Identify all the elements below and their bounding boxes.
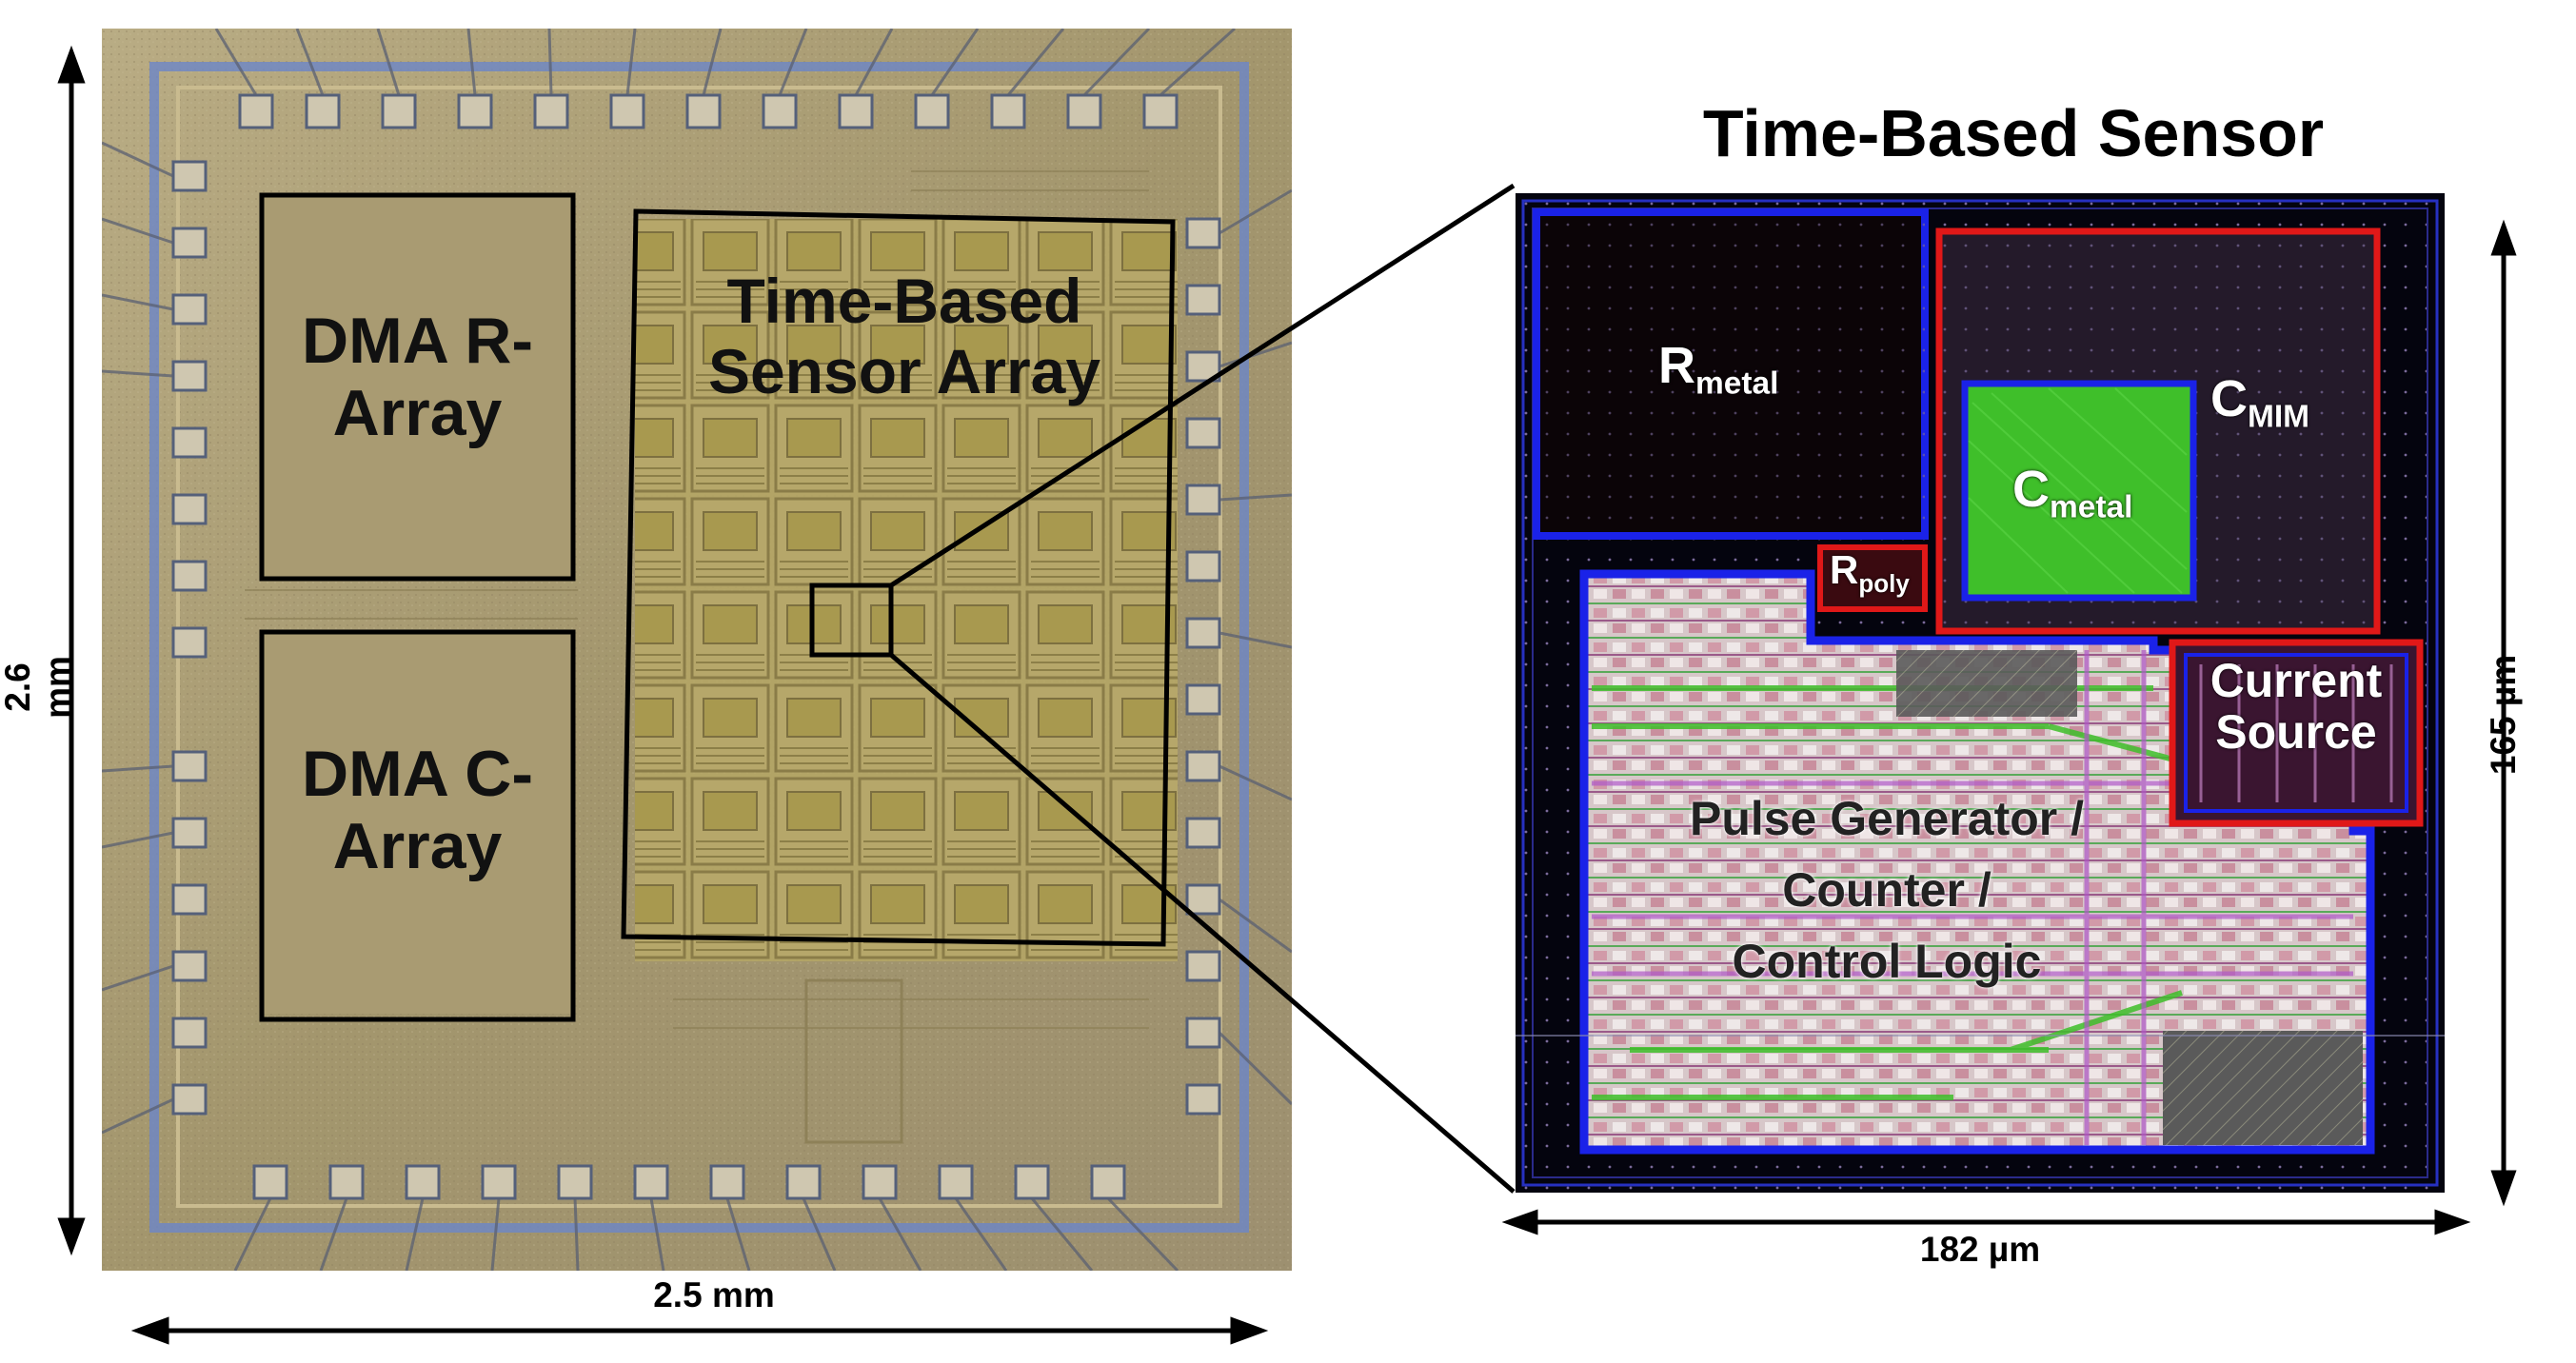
dma-r-array-label: DMA R- Array [262,305,573,449]
chip-die-graphic [101,27,1294,1273]
layout-height-label: 165 µm [2484,654,2523,776]
r-metal-label: Rmetal [1658,336,1778,403]
r-poly-main: R [1830,547,1859,592]
dimension-arrows [57,45,2517,1345]
r-metal-sub: metal [1695,365,1779,402]
chip-photo [101,27,1294,1273]
current-source-region [2169,639,2424,827]
layout-width-label: 182 µm [1919,1230,2041,1269]
r-poly-label: Rpoly [1830,547,1910,599]
sensor-array-line2: Sensor Array [707,335,1101,406]
chip-height-label: 2.6 mm [0,656,77,719]
dma-c-array-line1: DMA C- [302,738,533,810]
logic-line2: Counter / [1782,863,1991,917]
r-poly-sub: poly [1858,569,1910,599]
logic-line1: Pulse Generator / [1689,792,2085,845]
zoom-line-top [889,183,1516,588]
bottom-bond-pads [252,1164,1126,1200]
c-metal-main: C [2012,461,2050,518]
current-source-line2: Source [2215,705,2377,759]
c-metal-sub: metal [2050,489,2133,525]
current-source-label: Current Source [2172,655,2420,758]
dma-r-array-box [259,192,576,582]
c-metal-label: Cmetal [2012,460,2132,526]
logic-label: Pulse Generator / Counter / Control Logi… [1601,783,2172,998]
zoom-cell-box [809,583,894,658]
bond-wires [101,27,1294,1273]
dma-r-array-line2: Array [332,377,503,450]
layout-title: Time-Based Sensor [1702,96,2325,170]
current-source-line1: Current [2209,654,2383,707]
c-mim-main: C [2210,370,2248,427]
sensor-array-line1: Time-Based [726,266,1082,336]
sensor-array-box [621,208,1176,947]
dma-r-array-line1: DMA R- [302,305,533,377]
logic-line3: Control Logic [1732,935,2042,988]
sensor-layout: Rmetal CMIM Cmetal Rpoly Current Source … [1516,193,2445,1193]
sensor-array-label: Time-Based Sensor Array [647,266,1161,407]
sensor-layout-graphic [1516,193,2445,1193]
zoom-line-bottom [889,653,1516,1194]
dma-c-array-box [259,629,576,1022]
c-mim-label: CMIM [2210,369,2309,436]
r-metal-main: R [1658,337,1695,394]
c-mim-sub: MIM [2248,399,2310,435]
left-bond-pads [171,160,208,1116]
chip-width-label: 2.5 mm [653,1275,775,1314]
c-metal-region [1961,380,2197,602]
dma-c-array-line2: Array [332,810,503,883]
r-poly-region [1817,544,1928,612]
dma-c-array-label: DMA C- Array [262,738,573,882]
